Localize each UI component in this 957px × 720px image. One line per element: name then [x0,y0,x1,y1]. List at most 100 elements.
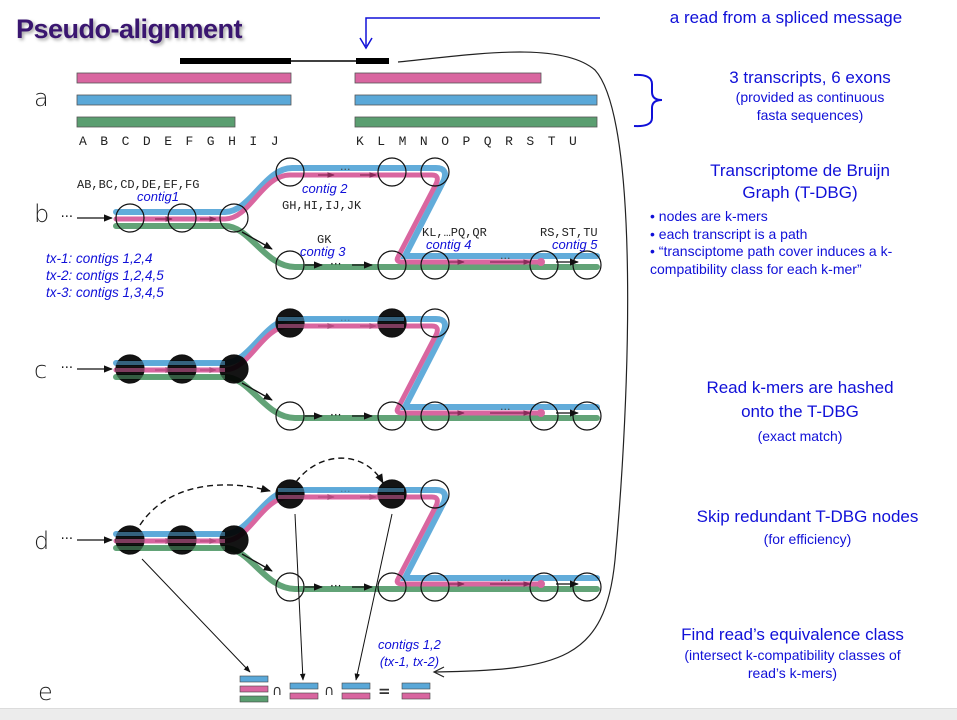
exon-letter: S [526,134,534,149]
panel-label-a: a [34,84,49,112]
kmer-node-hit [275,479,305,509]
kmers-contig1: AB,BC,CD,DE,EF,FG [77,178,199,192]
result-transcripts: (tx-1, tx-2) [379,654,440,669]
exon-letter: A [79,134,87,149]
intersect-symbol-1: ∩ [272,683,282,699]
transcript-3-path [113,223,600,270]
note-tdbg: Transcriptome de Bruijn Graph (T-DBG) • … [650,160,950,278]
panel-label-e: e [38,678,53,706]
kmer-node [420,308,450,338]
exon-letter: P [463,134,471,149]
note-tdbg-head2: Graph (T-DBG) [742,183,858,202]
kmer-node [275,572,305,602]
result-equivalence-set [401,682,431,700]
note-equivalence: Find read’s equivalence class (intersect… [630,624,955,682]
kmer-node [115,203,145,233]
kmer-node [420,401,450,431]
contig2-label: contig 2 [302,181,348,196]
transcript-path-list: tx-1: contigs 1,2,4 tx-2: contigs 1,2,4,… [46,250,164,301]
kmer-node-hit [377,308,407,338]
note-hash-line1: Read k-mers are hashed [706,378,894,397]
transcript-1-path [113,172,544,265]
ellipsis: ··· [500,403,511,416]
panel-label-d: d [34,527,50,555]
kmer-node-hit [275,308,305,338]
note-skip-head: Skip redundant T-DBG nodes [696,507,919,526]
exon-letter: F [186,134,194,149]
exon-letter: J [271,134,279,149]
tdbg-graph-b: ··· ··· ··· ··· [61,157,602,280]
tdbg-graph-c: ············ [61,308,602,431]
spliced-read [180,58,389,64]
entry-ellipsis: ··· [61,532,73,547]
entry-ellipsis: ··· [61,210,73,225]
tdbg-bullets: • nodes are k-mers • each transcript is … [650,208,950,278]
kmer-node [420,157,450,187]
transcript-1-end [537,580,545,588]
transcript-1-path [113,323,544,416]
exon-letter: B [100,134,108,149]
read-to-result-curve [397,51,629,673]
kmer-node [275,157,305,187]
kmer-node [420,250,450,280]
exon-letter: L [377,134,385,149]
exon-letter: O [441,134,449,149]
note-read: a read from a spliced message [669,8,903,27]
contig5-label: contig 5 [552,237,598,252]
transcript-1-end [537,409,545,417]
exon-letter: N [420,134,428,149]
exon-letter: C [122,134,130,149]
transcript-path-1: tx-1: contigs 1,2,4 [46,251,153,266]
exon-letter: I [249,134,257,149]
exon-letter: G [207,134,215,149]
ellipsis: ··· [330,579,341,593]
equals-symbol: = [378,682,391,700]
panel-label-c: c [34,356,48,384]
kmer-node [529,401,559,431]
exon-letter: M [399,134,407,149]
note-hash: Read k-mers are hashed onto the T-DBG (e… [650,376,950,448]
kmer-node [377,157,407,187]
tdbg-bullet: • each transcript is a path [650,225,808,242]
footer-bar [0,708,957,720]
skip-arc-1 [139,484,271,526]
kmer-node [275,401,305,431]
contig3-label: contig 3 [300,244,346,259]
note-transcripts-sub1: (provided as continuous [735,89,885,105]
exon-letter: D [143,134,151,149]
tdbg-bullet: • nodes are k-mers [650,208,768,224]
contig1-label: contig1 [137,189,179,204]
kmer-node [572,401,602,431]
kmers-contig4: KL,…PQ,QR [422,226,487,240]
note-transcripts-head: 3 transcripts, 6 exons [729,68,891,87]
ellipsis: ··· [340,163,351,176]
kmer-node [377,401,407,431]
kmer-node [377,250,407,280]
note-hash-line2: onto the T-DBG [741,402,859,421]
kmer-node [572,572,602,602]
transcript-3-exons [76,116,598,128]
transcripts-brace [633,73,663,128]
branch-edge [241,382,273,401]
read-callout-arrow [365,17,600,46]
transcript-1-end [537,258,545,266]
kmer-node [219,203,249,233]
kmers-contig2: GH,HI,IJ,JK [282,199,362,213]
tdbg-bullet: • “transciptome path cover induces a k-c… [650,243,893,277]
kmer-node [420,479,450,509]
note-eq-sub2: read’s k-mers) [747,665,838,681]
branch-edge [241,553,273,572]
exon-letter: H [228,134,236,149]
exon-letter: K [356,134,364,149]
note-transcripts: 3 transcripts, 6 exons (provided as cont… [670,68,950,124]
result-contigs: contigs 1,2 [378,637,441,652]
skip-arc-2 [295,457,384,484]
note-tdbg-head1: Transcriptome de Bruijn [710,161,890,180]
ellipsis: ··· [500,252,511,265]
kmer-node [529,250,559,280]
ellipsis: ··· [330,257,341,271]
kmers-contig3: GK [317,233,332,247]
